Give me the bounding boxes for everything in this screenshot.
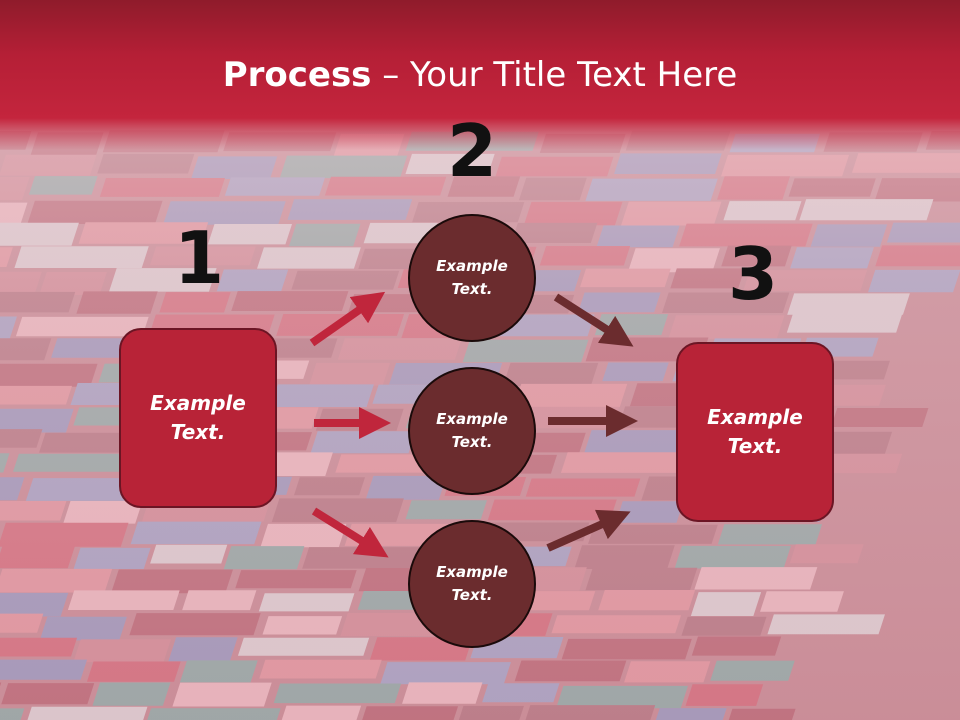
end-box-text: Example Text.: [707, 405, 803, 458]
start-box: Example Text.: [119, 328, 277, 508]
arrow-to-bottom-circle: [311, 507, 389, 558]
title-rest: – Your Title Text Here: [371, 55, 738, 95]
start-box-text: Example Text.: [150, 391, 246, 444]
step-number-2: 2: [446, 109, 498, 193]
end-box: Example Text.: [676, 342, 834, 522]
step-number-1: 1: [173, 216, 225, 300]
circle-middle: Example Text.: [408, 367, 536, 495]
step-number-3: 3: [727, 232, 779, 316]
arrow-from-bottom-circle: [546, 509, 631, 552]
slide-title: Process – Your Title Text Here: [0, 52, 960, 98]
arrow-to-top-circle: [309, 291, 386, 347]
title-bold: Process: [222, 55, 372, 95]
circle-middle-text: Example Text.: [436, 410, 508, 451]
title-bar: [0, 0, 960, 150]
circle-bottom-text: Example Text.: [436, 563, 508, 604]
circle-bottom: Example Text.: [408, 520, 536, 648]
circle-top: Example Text.: [408, 214, 536, 342]
arrow-from-top-circle: [553, 293, 634, 347]
circle-top-text: Example Text.: [436, 257, 508, 298]
